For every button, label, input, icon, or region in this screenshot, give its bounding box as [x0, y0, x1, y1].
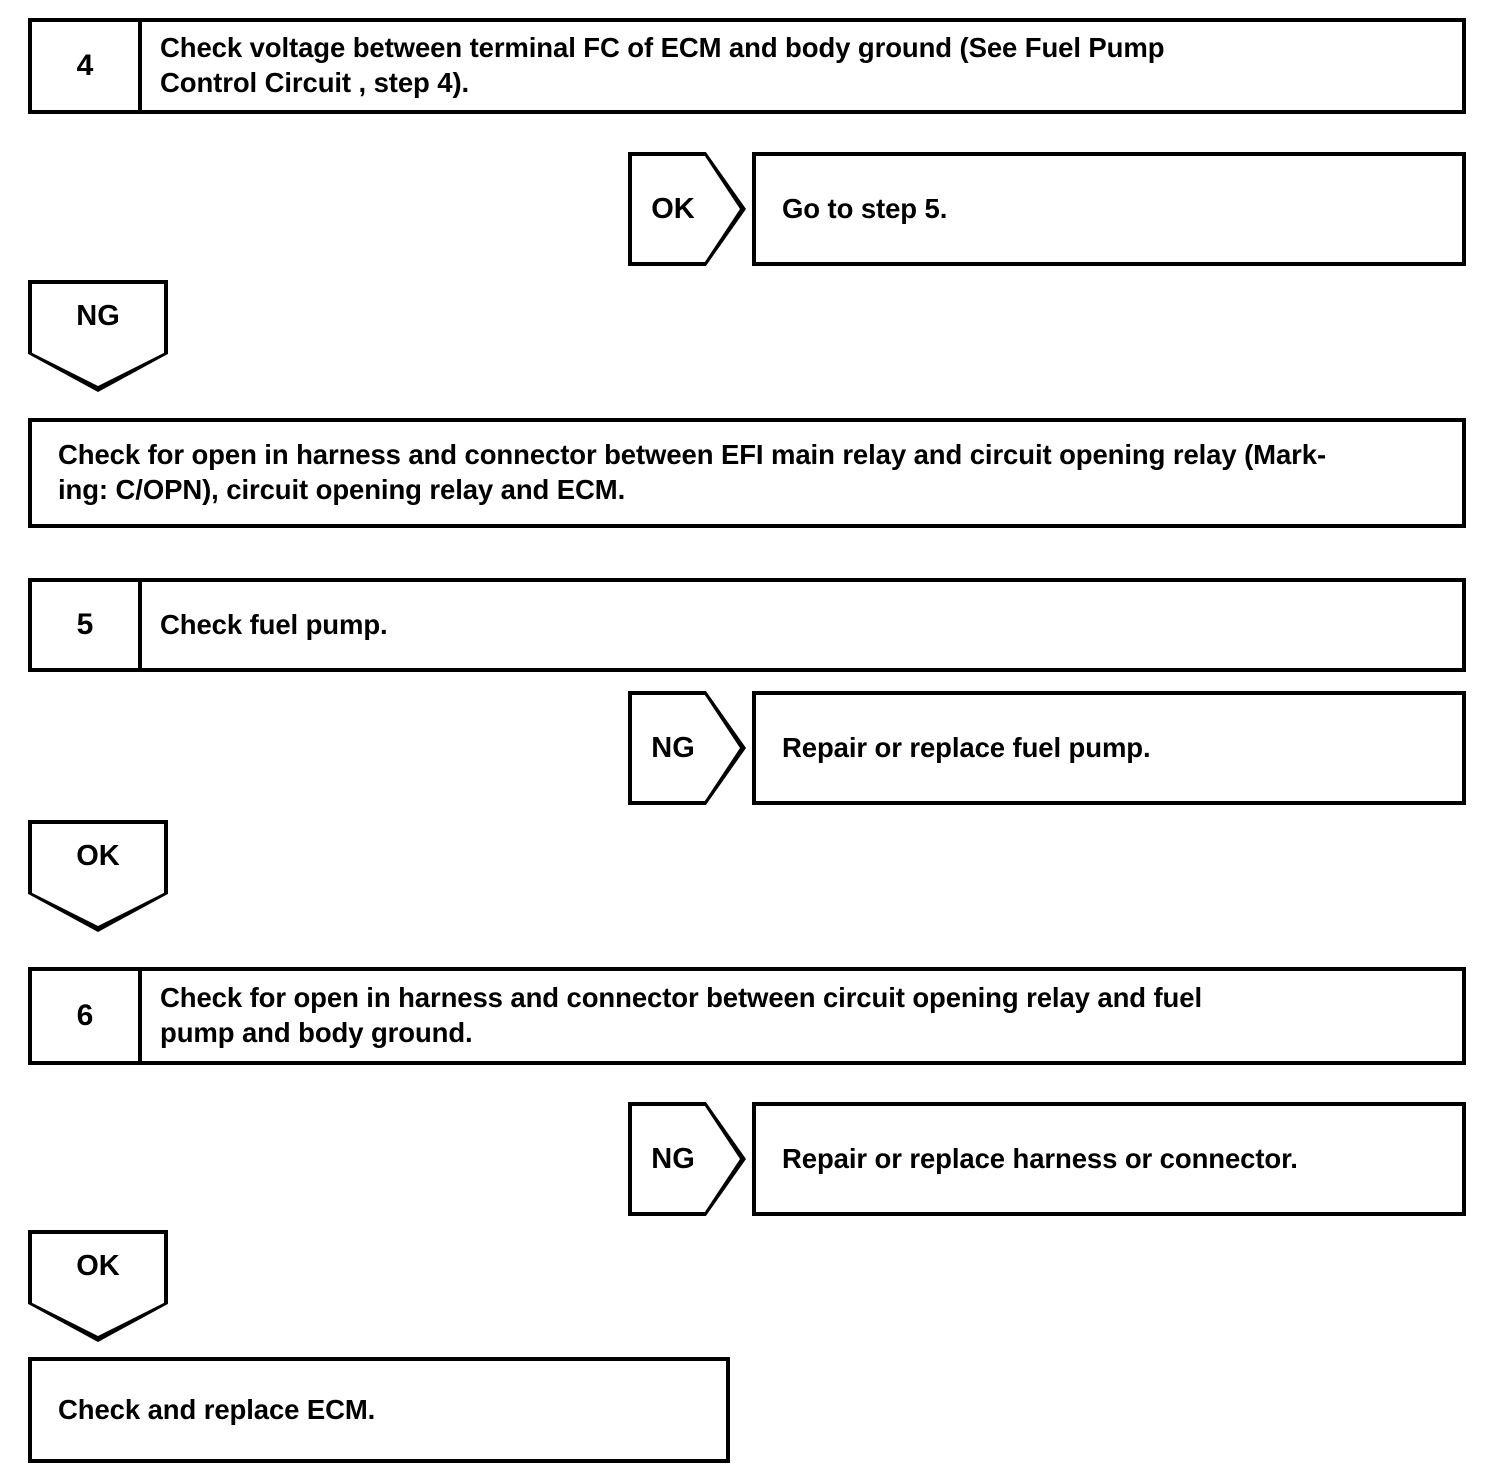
- step-4-text: Check voltage between terminal FC of ECM…: [160, 32, 1165, 98]
- action-check-replace-ecm-text: Check and replace ECM.: [58, 1393, 376, 1425]
- connector-tag-ok-step6-label: OK: [76, 1250, 120, 1282]
- branch-result-go-to-step-5-text: Go to step 5.: [782, 192, 948, 224]
- branch-tag-ng-step5-label: NG: [651, 731, 695, 764]
- branch-tag-ng-step6[interactable]: NG: [628, 1102, 746, 1216]
- branch-tag-ng-step6-label: NG: [651, 1142, 695, 1175]
- step-6-box[interactable]: 6 Check for open in harness and connecto…: [28, 967, 1466, 1065]
- step-5-box[interactable]: 5 Check fuel pump.: [28, 578, 1466, 672]
- action-check-replace-ecm-box[interactable]: Check and replace ECM.: [28, 1357, 730, 1463]
- branch-result-repair-replace-fuel-pump[interactable]: Repair or replace fuel pump.: [752, 691, 1466, 805]
- branch-result-go-to-step-5[interactable]: Go to step 5.: [752, 152, 1466, 266]
- connector-tag-ok-step6[interactable]: OK: [28, 1230, 168, 1342]
- branch-result-repair-replace-fuel-pump-text: Repair or replace fuel pump.: [782, 731, 1151, 763]
- action-check-open-harness-box[interactable]: Check for open in harness and connector …: [28, 418, 1466, 528]
- action-check-open-harness-text: Check for open in harness and connector …: [58, 439, 1327, 505]
- connector-tag-ok-step5-label: OK: [76, 840, 120, 872]
- branch-tag-ok-step4[interactable]: OK: [628, 152, 746, 266]
- step-6-number: 6: [32, 971, 142, 1061]
- step-4-box[interactable]: 4 Check voltage between terminal FC of E…: [28, 18, 1466, 114]
- connector-tag-ng-step4-label: NG: [76, 300, 120, 332]
- step-5-text: Check fuel pump.: [160, 608, 388, 640]
- connector-tag-ok-step5[interactable]: OK: [28, 820, 168, 932]
- branch-result-repair-replace-harness-text: Repair or replace harness or connector.: [782, 1142, 1298, 1174]
- branch-tag-ok-step4-label: OK: [651, 192, 695, 225]
- branch-result-repair-replace-harness[interactable]: Repair or replace harness or connector.: [752, 1102, 1466, 1216]
- step-5-number: 5: [32, 582, 142, 668]
- branch-tag-ng-step5[interactable]: NG: [628, 691, 746, 805]
- step-6-text: Check for open in harness and connector …: [160, 982, 1202, 1048]
- step-4-number: 4: [32, 22, 142, 110]
- connector-tag-ng-step4[interactable]: NG: [28, 280, 168, 392]
